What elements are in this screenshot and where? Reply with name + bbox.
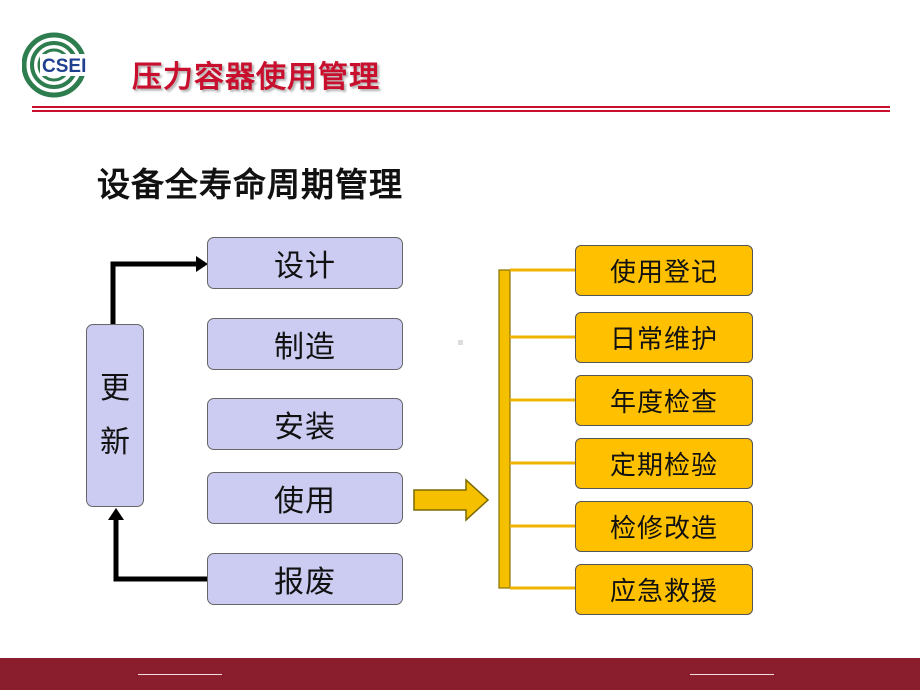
- csei-logo: CSEI: [21, 30, 102, 100]
- stage-install: 安装: [207, 398, 403, 450]
- svg-text:CSEI: CSEI: [42, 56, 86, 77]
- renew-char-2: 新: [100, 424, 130, 460]
- renew-box: 更 新: [86, 324, 144, 507]
- stage-design: 设计: [207, 237, 403, 289]
- task-emergency-rescue: 应急救援: [575, 564, 753, 615]
- block-arrow-to-tasks: [413, 478, 490, 522]
- arrow-head-design: [196, 256, 208, 272]
- stray-dot: [458, 340, 463, 345]
- footer-line-right: [690, 674, 774, 675]
- task-annual-check: 年度检查: [575, 375, 753, 426]
- task-periodic-inspection: 定期检验: [575, 438, 753, 489]
- task-repair-modify: 检修改造: [575, 501, 753, 552]
- renew-char-1: 更: [100, 370, 130, 406]
- slide-title: 设备全寿命周期管理: [97, 165, 403, 204]
- footer-line-left: [138, 674, 222, 675]
- task-daily-maintenance: 日常维护: [575, 312, 753, 363]
- stage-use: 使用: [207, 472, 403, 524]
- arrow-renew-to-design: [110, 261, 200, 324]
- arrow-head-renew: [108, 508, 124, 520]
- header-rule: [32, 106, 890, 112]
- task-bracket: [498, 269, 511, 589]
- stage-manufacture: 制造: [207, 318, 403, 370]
- task-registration: 使用登记: [575, 245, 753, 296]
- header-title: 压力容器使用管理: [132, 60, 380, 95]
- arrow-scrap-to-renew: [113, 518, 207, 582]
- stage-scrap: 报废: [207, 553, 403, 605]
